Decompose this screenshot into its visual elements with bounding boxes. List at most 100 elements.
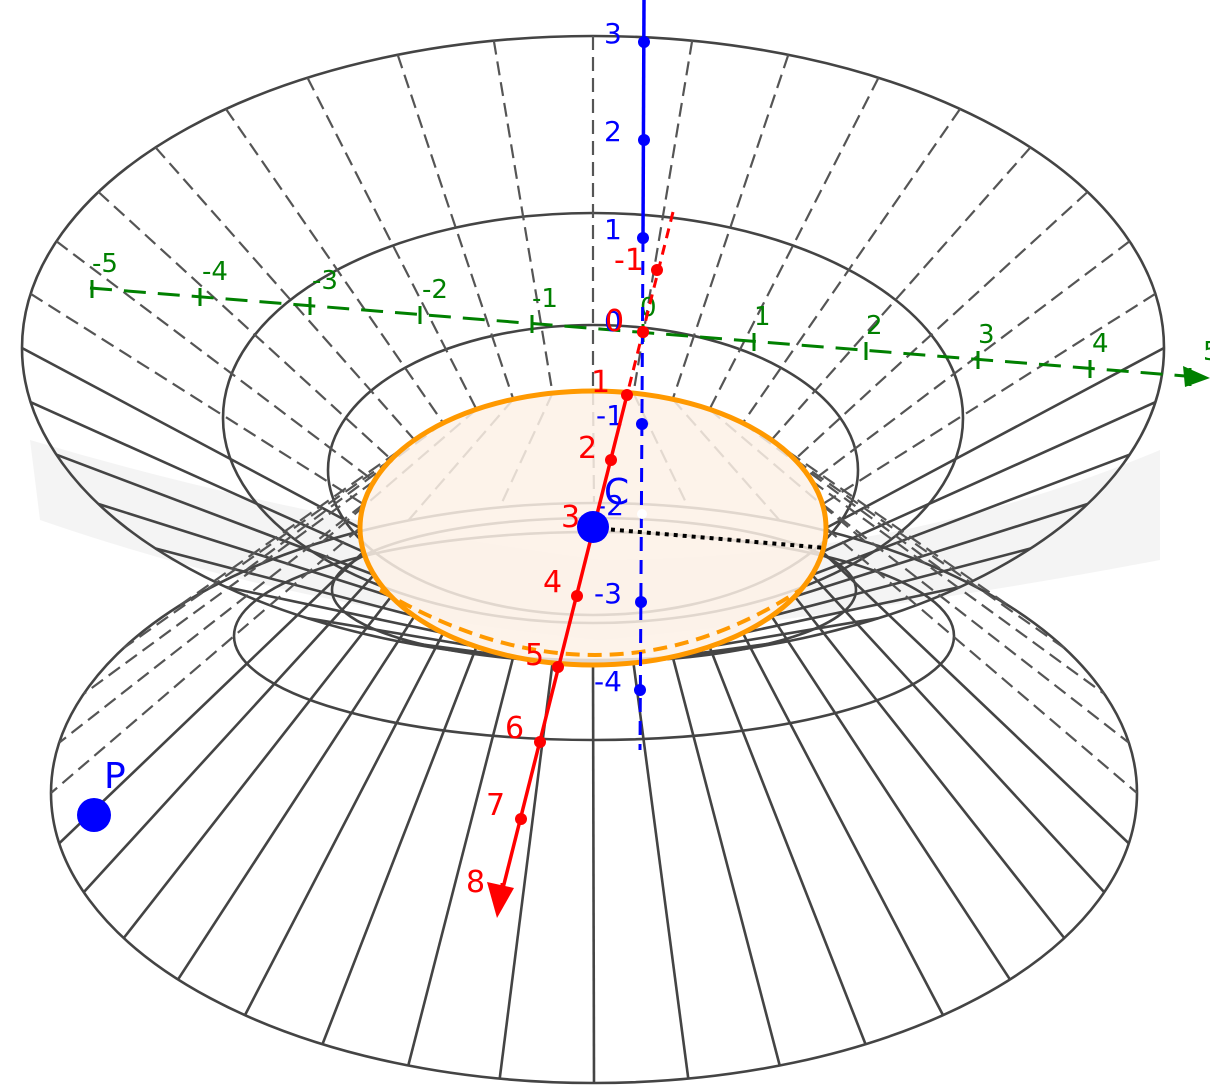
- surface-meridian-upper: [30, 400, 365, 553]
- surface-meridian-upper: [30, 292, 365, 506]
- radius-segment[interactable]: [592, 526, 827, 550]
- surface-meridian-upper: [708, 77, 880, 410]
- y-axis-tick-label: -5: [92, 249, 118, 279]
- surface-meridian-upper: [155, 547, 415, 618]
- x-axis-tick-label: 5: [525, 638, 544, 673]
- surface-meridian-upper: [307, 616, 477, 648]
- surface-meridian-lower: [821, 550, 1130, 845]
- surface-meridian-lower: [825, 527, 1138, 794]
- surface-meridian-lower: [632, 662, 690, 1079]
- z-axis-tick: [637, 232, 649, 244]
- x-axis-tick-label: 0: [605, 304, 624, 339]
- surface-meridian-upper: [770, 146, 1032, 441]
- surface-meridian-upper: [709, 616, 879, 648]
- x-axis-tick: [552, 661, 564, 673]
- surface-meridian-upper: [811, 240, 1131, 483]
- surface-meridian-lower: [243, 632, 445, 1016]
- surface-meridians: [21, 346, 1165, 1084]
- surface-meridian-lower: [811, 480, 1105, 695]
- point-C-label: C: [604, 472, 629, 513]
- y-axis-tick-label: -1: [532, 284, 558, 314]
- z-axis-tick: [638, 36, 650, 48]
- surface-meridian-upper: [821, 400, 1156, 553]
- x-axis-tick: [605, 454, 617, 466]
- x-axis-tick-label: 7: [486, 788, 505, 823]
- z-axis-tick: [637, 509, 647, 519]
- point-P-label: P: [104, 756, 126, 797]
- y-axis-tick-label: 1: [754, 302, 771, 332]
- surface-meridian-upper: [396, 54, 515, 400]
- surface-meridian-upper: [811, 453, 1131, 577]
- point-C-marker: [577, 511, 609, 543]
- y-axis-arrow: [1183, 366, 1210, 387]
- surface-meridian-lower: [58, 550, 365, 845]
- point-P[interactable]: P: [77, 756, 126, 832]
- surface-hidden-lines: [30, 36, 1156, 794]
- surface-meridian-lower: [50, 527, 361, 794]
- z-axis-tick: [635, 596, 647, 608]
- surface-meridian-lower: [591, 664, 596, 1084]
- x-axis-tick-label: 4: [543, 565, 562, 600]
- z-axis-tick: [634, 684, 646, 696]
- z-axis-tick-label: 2: [604, 115, 622, 148]
- surface-meridian-upper: [492, 40, 554, 394]
- surface-meridian-lower: [671, 656, 781, 1066]
- y-axis-tick-label: -2: [422, 275, 448, 305]
- surface-meridian-upper: [825, 346, 1165, 530]
- x-axis-tick: [621, 389, 633, 401]
- z-axis-tick-label: -3: [594, 577, 622, 610]
- surface-meridian-lower: [123, 458, 392, 649]
- surface-meridian-upper: [154, 146, 416, 441]
- surface-meridian-upper: [21, 346, 361, 530]
- surface-meridian-upper: [742, 585, 961, 635]
- surface-meridian-upper: [306, 77, 478, 410]
- throat-circle-back-dashed: [378, 588, 802, 657]
- x-axis-tick-label: 8: [466, 865, 485, 900]
- y-axis-tick-label: 4: [1092, 329, 1109, 359]
- hyperboloid-surface[interactable]: [20, 34, 1166, 1085]
- surface-meridian-lower: [741, 632, 945, 1016]
- z-axis-tick-label: 3: [604, 17, 622, 50]
- surface-meridian-lower: [321, 646, 478, 1045]
- surface-meridian-lower: [793, 595, 1066, 939]
- surface-meridian-lower: [83, 480, 375, 695]
- x-axis-tick-label: -1: [614, 243, 644, 278]
- z-axis-tick-label: 0: [604, 305, 622, 338]
- surface-meridian-lower: [810, 573, 1106, 894]
- surface-meridian-upper: [821, 292, 1156, 506]
- x-axis-tick: [637, 326, 649, 338]
- surface-meridian-upper: [225, 108, 445, 424]
- z-axis-tick-label: -4: [594, 665, 622, 698]
- x-axis-line-back: [625, 211, 675, 396]
- point-P-marker: [77, 798, 111, 832]
- y-axis-tick-label: 5: [1203, 337, 1210, 367]
- z-axis-tick: [638, 134, 650, 146]
- x-axis-tick: [515, 813, 527, 825]
- throat-circle-front: [357, 388, 829, 529]
- y-axis-tick-label: 0: [640, 293, 657, 323]
- y-axis-tick-label: -4: [202, 257, 228, 287]
- surface-meridian-upper: [794, 191, 1089, 461]
- x-axis-tick: [651, 264, 663, 276]
- surface-meridian-upper: [97, 191, 392, 461]
- z-axis-line-lower: [638, 237, 645, 751]
- y-axis-tick-label: 3: [978, 320, 995, 350]
- z-axis-line-upper: [641, 0, 646, 239]
- x-axis-tick-label: 1: [591, 365, 610, 400]
- x-axis-tick-label: 2: [578, 431, 597, 466]
- surface-meridian-upper: [671, 54, 790, 400]
- y-axis-tick-label: 2: [866, 311, 883, 341]
- point-C[interactable]: C: [577, 472, 629, 543]
- x-axis-tick-label: 6: [505, 711, 524, 746]
- surface-meridian-lower: [708, 646, 867, 1045]
- surface-meridian-upper: [55, 453, 375, 577]
- surface-meridian-lower: [177, 439, 416, 608]
- surface-meridian-lower: [770, 615, 1012, 981]
- z-axis-tick: [636, 418, 648, 430]
- x-axis-line-front: [500, 394, 629, 893]
- surface-meridian-lower: [770, 439, 1011, 608]
- surface-meridian-upper: [794, 502, 1088, 598]
